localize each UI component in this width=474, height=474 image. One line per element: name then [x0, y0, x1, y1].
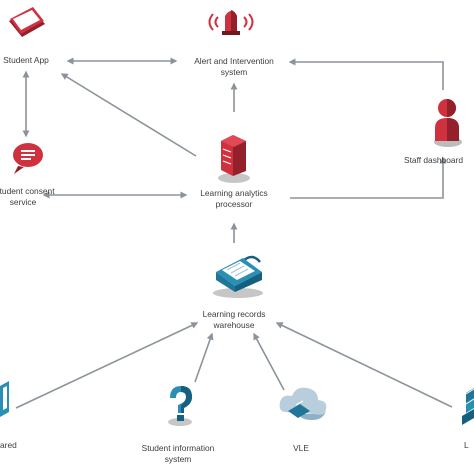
alert-system-label: Alert and Intervention system	[174, 56, 294, 77]
connector-selfdeclared-warehouse	[15, 322, 199, 409]
alarm-siren-icon	[208, 10, 254, 35]
analytics-processor-label-line1: Learning analytics	[200, 188, 268, 198]
speech-bubble-icon	[13, 143, 43, 174]
self-declared-label-line1: ared	[0, 440, 17, 450]
connector-staff-alert	[288, 58, 444, 90]
consent-service-label: Student consent service	[0, 186, 58, 207]
books-icon	[462, 388, 474, 425]
self-declared-label: ared	[0, 440, 30, 451]
student-info-label: Student information system	[128, 443, 228, 464]
student-app-label-line1: Student App	[3, 55, 49, 65]
question-mark-icon	[168, 386, 192, 426]
document-icon	[0, 381, 9, 417]
records-warehouse-label-line1: Learning records	[202, 309, 266, 319]
records-warehouse-label-line2: warehouse	[213, 319, 255, 330]
connector-vle-warehouse	[253, 332, 285, 391]
consent-service-label-line1: Student consent	[0, 186, 55, 196]
staff-person-icon	[434, 99, 462, 147]
analytics-processor-label-line2: processor	[215, 198, 253, 209]
analytics-processor-label: Learning analytics processor	[184, 188, 284, 209]
staff-dashboard-label-line1: Staff dashboard	[404, 155, 463, 165]
server-icon	[218, 135, 250, 183]
student-info-label-line2: system	[164, 453, 192, 464]
alert-system-label-line2: system	[220, 66, 248, 77]
alert-system-label-line1: Alert and Intervention	[194, 56, 274, 66]
consent-service-label-line2: service	[9, 196, 37, 207]
records-warehouse-label: Learning records warehouse	[184, 309, 284, 330]
connector-processor-app	[60, 73, 197, 157]
connector-processor-staff	[290, 156, 447, 199]
connector-library-warehouse	[275, 322, 453, 408]
cloud-icon	[279, 387, 327, 420]
library-label-line1: L	[464, 440, 469, 450]
connector-studentinfo-warehouse	[194, 332, 214, 383]
staff-dashboard-label: Staff dashboard	[404, 155, 474, 166]
student-app-label: Student App	[0, 55, 52, 66]
briefcase-icon	[213, 255, 263, 298]
tablet-icon	[9, 7, 45, 37]
vle-label: VLE	[286, 443, 316, 454]
student-info-label-line1: Student information	[141, 443, 215, 453]
library-label: L	[464, 440, 474, 451]
vle-label-line1: VLE	[293, 443, 309, 453]
